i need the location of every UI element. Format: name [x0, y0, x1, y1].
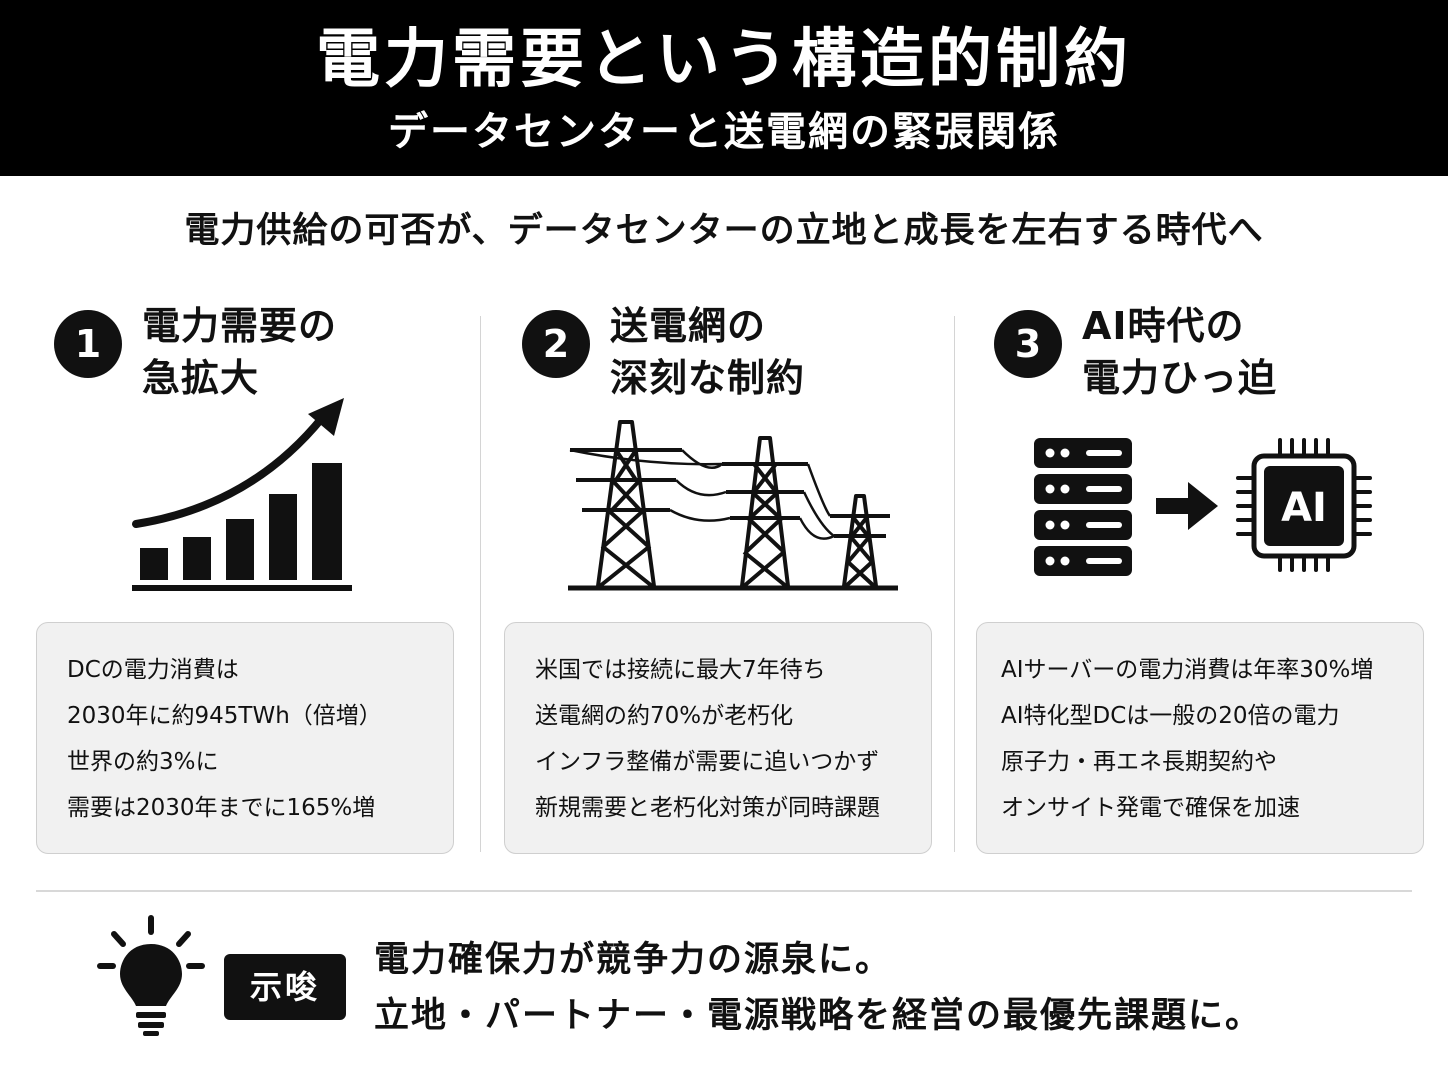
insight-badge: 示唆 — [224, 954, 346, 1020]
pillar-card: 米国では接続に最大7年待ち 送電網の約70%が老朽化 インフラ整備が需要に追いつ… — [504, 622, 932, 854]
pillar-title: AI時代の 電力ひっ迫 — [1082, 304, 1278, 400]
pillar-card: AIサーバーの電力消費は年率30%増 AI特化型DCは一般の20倍の電力 原子力… — [976, 622, 1424, 854]
pillar-ai: 3 AI時代の 電力ひっ迫 AI AIサーバ — [976, 300, 1426, 860]
server-to-ai-chip-icon — [1034, 438, 1372, 576]
pillar-title: 送電網の 深刻な制約 — [610, 304, 806, 400]
pillar-grid: 2 送電網の 深刻な制約 — [504, 300, 954, 860]
card-line: インフラ整備が需要に追いつかず — [535, 749, 880, 775]
card-line: DCの電力消費は — [67, 657, 239, 683]
card-line: 原子力・再エネ長期契約や — [1001, 749, 1277, 775]
insight-line: 電力確保力が競争力の源泉に。 — [374, 940, 893, 980]
ai-chip-label: AI — [1281, 485, 1327, 531]
pillar-number: 3 — [994, 310, 1062, 378]
page-title: 電力需要という構造的制約 — [316, 23, 1132, 97]
insight-line: 立地・パートナー・電源戦略を経営の最優先課題に。 — [374, 996, 1263, 1036]
card-line: 新規需要と老朽化対策が同時課題 — [535, 795, 880, 821]
card-line: 世界の約3%に — [67, 749, 219, 775]
header-banner: 電力需要という構造的制約 データセンターと送電網の緊張関係 — [0, 0, 1448, 176]
column-divider — [480, 316, 481, 852]
pillar-title: 電力需要の 急拡大 — [142, 304, 338, 400]
rising-bar-chart-icon — [132, 398, 352, 591]
card-line: AI特化型DCは一般の20倍の電力 — [1001, 703, 1340, 729]
section-divider — [36, 890, 1412, 892]
card-line: AIサーバーの電力消費は年率30%増 — [1001, 657, 1374, 683]
transmission-tower-icon — [568, 420, 898, 591]
page-subtitle: データセンターと送電網の緊張関係 — [388, 109, 1060, 155]
insight-text: 電力確保力が競争力の源泉に。 立地・パートナー・電源戦略を経営の最優先課題に。 — [374, 932, 1262, 1044]
card-line: 需要は2030年までに165%増 — [67, 795, 376, 821]
card-line: 送電網の約70%が老朽化 — [535, 703, 794, 729]
pillar-demand: 1 電力需要の 急拡大 DCの電力消費は 2030年に約945TWh（倍増） 世… — [36, 300, 486, 860]
lead-statement: 電力供給の可否が、データセンターの立地と成長を左右する時代へ — [184, 211, 1264, 251]
lightbulb-icon — [97, 915, 205, 1036]
pillar-card: DCの電力消費は 2030年に約945TWh（倍増） 世界の約3%に 需要は20… — [36, 622, 454, 854]
pillar-number: 2 — [522, 310, 590, 378]
card-line: 米国では接続に最大7年待ち — [535, 657, 826, 683]
card-line: 2030年に約945TWh（倍増） — [67, 703, 382, 729]
card-line: オンサイト発電で確保を加速 — [1001, 795, 1300, 821]
pillar-number: 1 — [54, 310, 122, 378]
column-divider — [954, 316, 955, 852]
